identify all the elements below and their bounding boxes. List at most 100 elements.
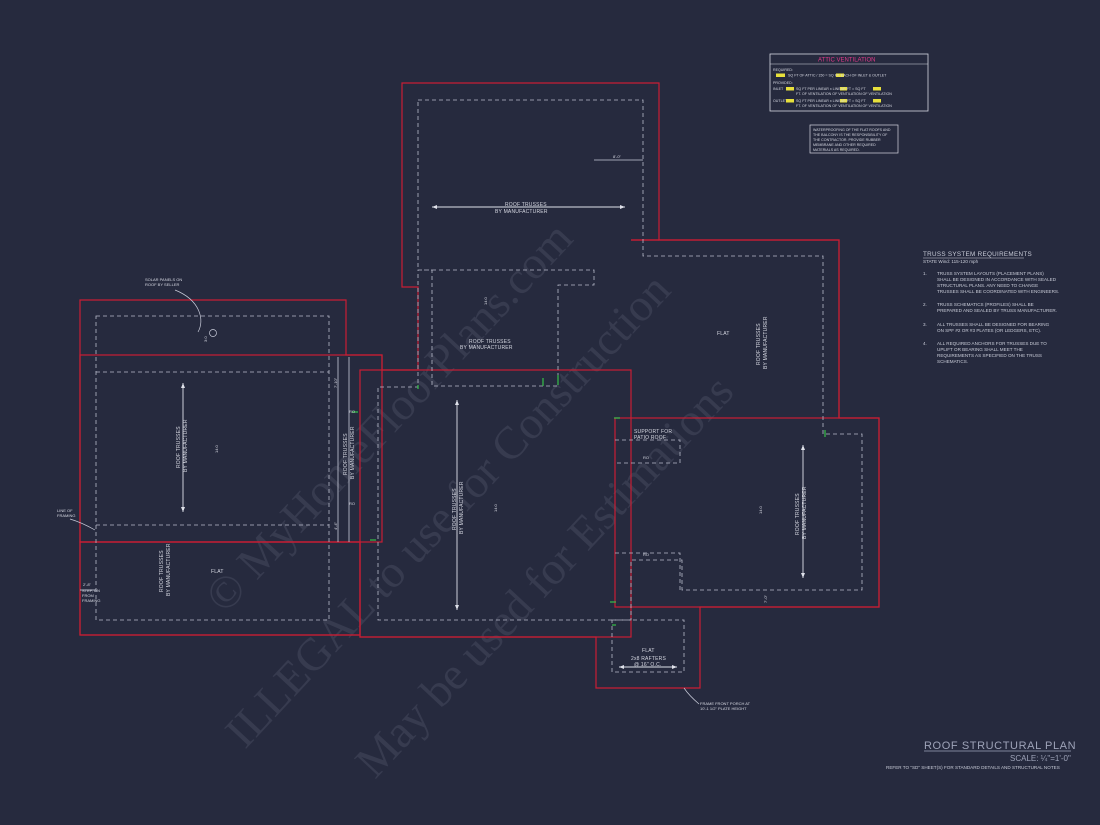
- waterproofing-line-4: MEMBRANE AND OTHER REQUIRED: [813, 143, 876, 147]
- truss-item-4-num: 4.: [923, 341, 927, 346]
- label-by-manufacturer-west: BY MANUFACTURER: [183, 419, 189, 472]
- attic-outlet-row-2: FT. OF VENTILATION OF VENTILATION OF VEN…: [796, 104, 892, 108]
- porch-walls: [611, 619, 685, 673]
- label-by-manufacturer-ne: BY MANUFACTURER: [763, 316, 769, 369]
- truss-item-1-line-2: SHALL BE DESIGNED IN ACCORDANCE WITH SEA…: [937, 277, 1057, 282]
- roof-labels: ROOF TRUSSES BY MANUFACTURER ROOF TRUSSE…: [57, 154, 808, 711]
- attic-ventilation-title: ATTIC VENTILATION: [818, 58, 875, 64]
- label-rafters-1: 2x8 RAFTERS: [631, 656, 666, 662]
- truss-item-1-num: 1.: [923, 271, 927, 276]
- label-porch-2: 10'-1 1/2" PLATE HEIGHT: [700, 706, 747, 711]
- label-ro-3: RO: [643, 455, 649, 460]
- roof-outline-east-wing: [614, 417, 880, 608]
- truss-item-3-num: 3.: [923, 322, 927, 327]
- roof-outline-east-step: [631, 239, 840, 418]
- truss-item-2-line-2: PREPARED AND SEALED BY TRUSS MANUFACTURE…: [937, 308, 1057, 313]
- label-flat-ne: FLAT: [717, 331, 730, 337]
- label-sw-trusses: ROOF TRUSSES BY MANUFACTURER: [159, 543, 172, 596]
- west-wing-walls: [95, 315, 330, 621]
- label-solar-2: ROOF BY SELLER: [145, 282, 179, 287]
- label-by-manufacturer-sw: BY MANUFACTURER: [166, 543, 172, 596]
- truss-item-3-line-1: ALL TRUSSES SHALL BE DESIGNED FOR BEARIN…: [937, 322, 1050, 327]
- label-roof-trusses-main: ROOF TRUSSES: [452, 488, 458, 530]
- label-by-manufacturer-north: BY MANUFACTURER: [495, 209, 548, 215]
- label-roof-trusses-link: ROOF TRUSSES: [343, 433, 349, 475]
- roof-outlines: [79, 82, 880, 689]
- label-main-trusses: ROOF TRUSSES BY MANUFACTURER: [452, 481, 465, 534]
- patio-support: [615, 439, 681, 464]
- waterproofing-line-2: THE BALCONY IS THE RESPONSIBILITY OF: [813, 133, 888, 137]
- label-link-trusses: ROOF TRUSSES BY MANUFACTURER: [343, 426, 356, 479]
- label-roof-trusses-east: ROOF TRUSSES: [795, 493, 801, 535]
- title-block: ROOF STRUCTURAL PLAN SCALE: ¼"=1'-0" REF…: [886, 740, 1076, 770]
- truss-requirements-title: TRUSS SYSTEM REQUIREMENTS: [923, 251, 1032, 258]
- label-by-manufacturer-link: BY MANUFACTURER: [350, 426, 356, 479]
- truss-item-3-line-2: ON SPF #2 OR #3 PLATES (OR LEDGERS, ETC)…: [937, 328, 1041, 333]
- label-east-trusses: ROOF TRUSSES BY MANUFACTURER: [795, 486, 808, 539]
- watermark: © MyHomeFloorPlans.com ILLEGAL to use fo…: [195, 212, 743, 787]
- sheet-reference-note: REFER TO "SD" SHEET(S) FOR STANDARD DETA…: [886, 765, 1060, 770]
- attic-inlet-row-1: SQ FT PER LINEAR x LINEAR FT = SQ FT: [796, 87, 866, 91]
- label-step-2: FROM: [82, 593, 94, 598]
- truss-item-2-num: 2.: [923, 302, 927, 307]
- label-flat-sw: FLAT: [211, 569, 224, 575]
- truss-requirements-subtitle: STATE Wind: 115-120 mph: [923, 259, 979, 264]
- waterproofing-line-3: THE CONTRACTOR. PROVIDE RUBBER: [813, 138, 881, 142]
- waterproofing-line-1: WATERPROOFING OF THE FLAT ROOFS AND: [813, 128, 891, 132]
- label-dim-14-0-d: 14:0: [758, 505, 763, 514]
- label-dim-14-0-b: 14:0: [214, 444, 219, 453]
- roof-outline-west-wing: [79, 354, 383, 543]
- label-step-1: STEP, DN: [82, 588, 100, 593]
- truss-arrows: [181, 205, 805, 669]
- label-dim-8-0: 8'-0": [613, 154, 622, 159]
- label-dim-7-0: 7'-0": [763, 594, 768, 603]
- label-line-of-framing-2: FRAMING: [57, 513, 75, 518]
- attic-required-row: SQ FT OF ATTIC / 150 = SQ FT. EACH OF IN…: [788, 74, 887, 78]
- east-step: [615, 552, 681, 590]
- label-flat-porch: FLAT: [642, 648, 655, 654]
- label-ro-1: RO: [349, 409, 355, 414]
- truss-requirements: TRUSS SYSTEM REQUIREMENTS STATE Wind: 11…: [923, 251, 1059, 364]
- label-roof-trusses-ne: ROOF TRUSSES: [756, 323, 762, 365]
- label-west-trusses: ROOF TRUSSES BY MANUFACTURER: [176, 419, 189, 472]
- solar-marker-icon: [209, 329, 217, 337]
- label-dim-14-0-c: 14:0: [493, 503, 498, 512]
- attic-outlet-row-1: SQ FT PER LINEAR x LINEAR FT = SQ FT: [796, 99, 866, 103]
- label-roof-trusses-west: ROOF TRUSSES: [176, 426, 182, 468]
- label-solar-1: SOLAR PANELS ON: [145, 277, 182, 282]
- attic-required-label: REQUIRED:: [773, 68, 793, 72]
- truss-item-4-line-1: ALL REQUIRED ANCHORS FOR TRUSSES DUE TO: [937, 341, 1047, 346]
- truss-item-1-line-4: TRUSSES SHALL BE COORDINATED WITH ENGINE…: [937, 289, 1059, 294]
- label-roof-trusses-north: ROOF TRUSSES: [505, 202, 547, 208]
- attic-inlet-row-2: FT. OF VENTILATION OF VENTILATION OF VEN…: [796, 92, 892, 96]
- waterproofing-note: WATERPROOFING OF THE FLAT ROOFS AND THE …: [809, 124, 899, 154]
- waterproofing-line-5: MATERIALS AS REQUIRED.: [813, 148, 860, 152]
- label-dim-14-0-a: 14:0: [483, 296, 488, 305]
- attic-outlet-label: OUTLET: [773, 99, 788, 103]
- roof-outline-main: [359, 369, 632, 638]
- bearing-marks: [352, 375, 826, 626]
- label-dim-7-10: 7'-10": [333, 377, 338, 388]
- truss-item-2-line-1: TRUSS SCHEMATICS (PROFILES) SHALL BE: [937, 302, 1034, 307]
- label-by-manufacturer-main: BY MANUFACTURER: [459, 481, 465, 534]
- roof-outline-north-wing: [79, 82, 880, 689]
- north-wing-walls: [377, 99, 863, 621]
- truss-item-1-line-3: STRUCTURAL PLANS. ANY NEED TO CHANGE: [937, 283, 1038, 288]
- attic-inlet-label: INLET: [773, 87, 784, 91]
- label-support-2: PATIO ROOF: [634, 435, 666, 441]
- truss-item-1-line-1: TRUSS SYSTEM LAYOUTS (PLACEMENT PLANS): [937, 271, 1044, 276]
- label-line-of-framing-1: LINE OF: [57, 508, 73, 513]
- sheet-scale: SCALE: ¼"=1'-0": [1010, 754, 1071, 763]
- label-dim-4-4: 4'-4": [333, 521, 338, 530]
- label-dim-3-0: 3:0: [203, 336, 208, 342]
- label-ro-4: RO: [643, 552, 649, 557]
- truss-item-4-line-3: REQUIREMENTS AS SPECIFIED ON THE TRUSS: [937, 353, 1042, 358]
- label-by-manufacturer-corridor: BY MANUFACTURER: [460, 345, 513, 351]
- label-ne-trusses: ROOF TRUSSES BY MANUFACTURER: [756, 316, 769, 369]
- label-porch-1: FRAME FRONT PORCH AT: [700, 701, 751, 706]
- label-support-1: SUPPORT FOR: [634, 429, 672, 435]
- attic-ventilation-table: ATTIC VENTILATION REQUIRED: SQ FT OF ATT…: [769, 53, 929, 112]
- label-rafters-2: @ 16" O.C.: [634, 662, 661, 668]
- truss-item-4-line-4: SCHEMATICS.: [937, 359, 968, 364]
